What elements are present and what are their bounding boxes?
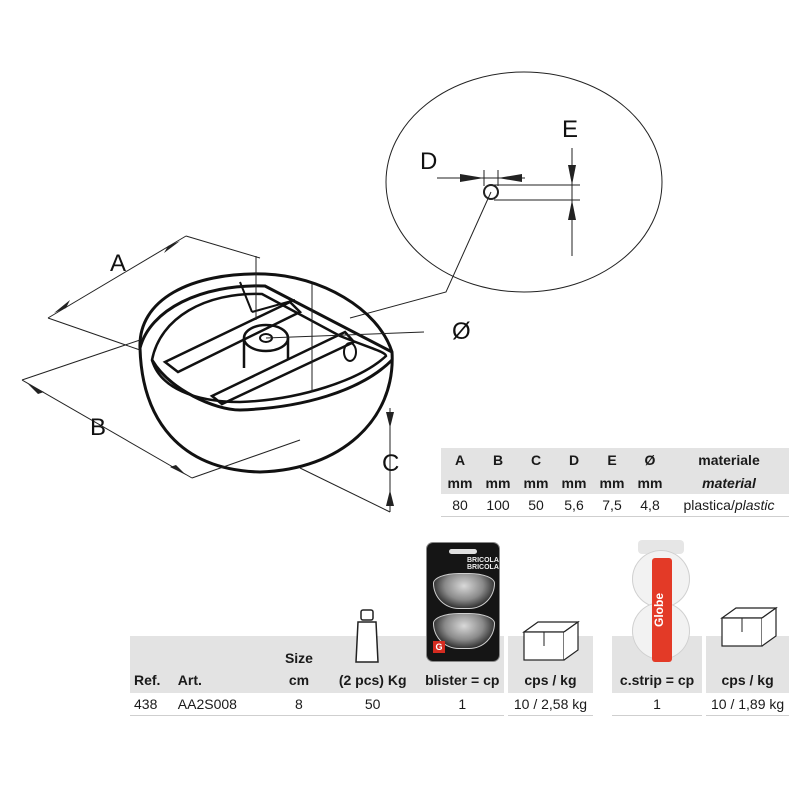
label-c: C <box>382 450 400 477</box>
size-value: 8 <box>273 693 325 716</box>
dim-header-phi: Ø <box>631 448 669 472</box>
material-header: materiale <box>669 448 789 472</box>
technical-drawing <box>21 71 663 513</box>
dim-value-d: 5,6 <box>555 494 593 517</box>
bowl-top-face <box>150 292 388 404</box>
dimension-table: A B C D E Ø materiale mm mm mm mm mm mm … <box>441 448 789 517</box>
material-value-it: plastica/ <box>683 497 735 513</box>
blister-dome-top <box>433 573 495 609</box>
dim-header-e: E <box>593 448 631 472</box>
label-e: E <box>562 116 579 143</box>
dim-unit: mm <box>441 472 479 494</box>
dim-unit: mm <box>555 472 593 494</box>
dimension-b-line <box>21 379 193 479</box>
dim-header-a: A <box>441 448 479 472</box>
dim-unit: mm <box>517 472 555 494</box>
blister-header: blister = cp <box>420 666 508 693</box>
dim-unit: mm <box>479 472 517 494</box>
ref-header: Ref. <box>130 666 174 693</box>
dim-unit: mm <box>631 472 669 494</box>
label-a: A <box>110 250 127 277</box>
dim-value-b: 100 <box>479 494 517 517</box>
strip-header: c.strip = cp <box>612 666 707 693</box>
dim-value-a: 80 <box>441 494 479 517</box>
blister-value: 1 <box>420 693 508 716</box>
dim-value-c: 50 <box>517 494 555 517</box>
detail-callout <box>385 71 663 293</box>
dim-header-d: D <box>555 448 593 472</box>
strip-cps-kg-value: 10 / 1,89 kg <box>704 693 789 716</box>
weight-icon <box>355 609 379 663</box>
detail-leader <box>349 191 492 319</box>
label-phi: Ø <box>452 318 471 345</box>
label-b: B <box>90 414 107 441</box>
dim-unit: mm <box>593 472 631 494</box>
material-value-en: plastic <box>734 497 775 513</box>
art-header: Art. <box>173 666 274 693</box>
art-value: AA2S008 <box>173 693 274 716</box>
blister-pack-icon: BRICOLA BRICOLA G <box>427 543 499 661</box>
blister-logo: G <box>433 641 445 653</box>
material-value: plastica/plastic <box>669 494 789 517</box>
ref-value: 438 <box>130 693 174 716</box>
carton-box-icon <box>522 620 580 661</box>
product-table: Size Ref. Art. cm (2 pcs) Kg blister = c… <box>130 636 593 716</box>
dim-value-e: 7,5 <box>593 494 631 517</box>
weight-header: (2 pcs) Kg <box>324 666 421 693</box>
bowl-body <box>138 272 394 474</box>
strip-hanger <box>638 540 684 554</box>
detail-hole <box>483 184 499 200</box>
label-d: D <box>420 148 438 175</box>
size-unit-header: cm <box>273 666 325 693</box>
carton-box-icon <box>720 606 778 647</box>
blister-hanger <box>449 549 477 554</box>
strip-cps-kg-header: cps / kg <box>704 666 789 693</box>
dim-value-phi: 4,8 <box>631 494 669 517</box>
weight-value: 50 <box>324 693 421 716</box>
card-strip-icon: Globe <box>630 540 692 662</box>
cps-kg-value: 10 / 2,58 kg <box>505 693 593 716</box>
strip-band <box>652 558 672 662</box>
strip-band-text: Globe <box>652 593 666 628</box>
dimension-a-line <box>47 235 187 319</box>
size-header: Size <box>273 636 325 666</box>
dim-header-c: C <box>517 448 555 472</box>
cps-kg-header: cps / kg <box>505 666 593 693</box>
strip-value: 1 <box>612 693 707 716</box>
blister-brand: BRICOLA BRICOLA <box>467 557 499 571</box>
material-header-en: material <box>669 472 789 494</box>
dim-header-b: B <box>479 448 517 472</box>
